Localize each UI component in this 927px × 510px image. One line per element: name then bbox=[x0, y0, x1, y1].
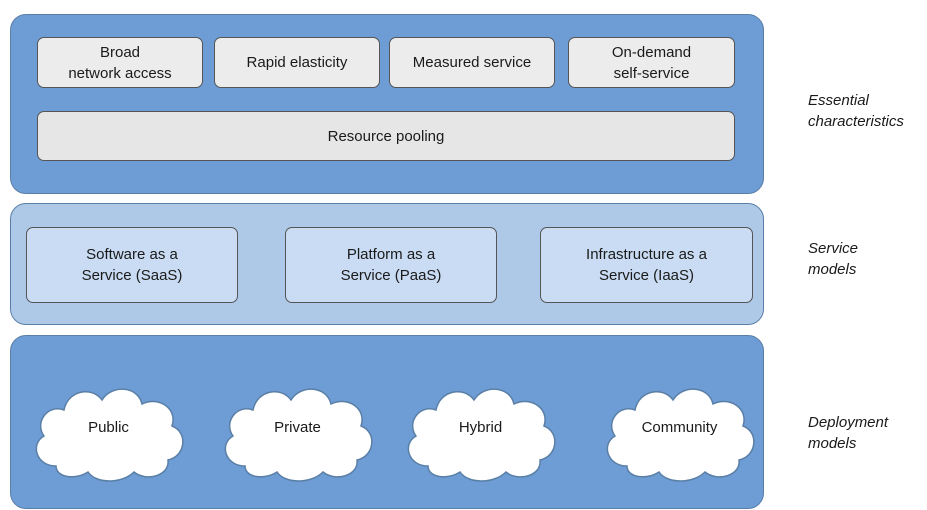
cloud-icon bbox=[606, 388, 755, 482]
private-cloud: Private bbox=[215, 374, 380, 486]
paas-box: Platform as a Service (PaaS) bbox=[285, 227, 497, 303]
public-cloud: Public bbox=[26, 374, 191, 486]
community-cloud: Community bbox=[597, 374, 762, 486]
iaas-box: Infrastructure as a Service (IaaS) bbox=[540, 227, 753, 303]
deployment-models-label: Deployment models bbox=[808, 414, 889, 452]
rapid-elasticity-box: Rapid elasticity bbox=[214, 37, 380, 88]
saas-box: Software as a Service (SaaS) bbox=[26, 227, 238, 303]
hybrid-label: Hybrid bbox=[458, 419, 503, 436]
public-label: Public bbox=[88, 419, 129, 436]
resource-pooling-box: Resource pooling bbox=[37, 111, 735, 161]
hybrid-cloud: Hybrid bbox=[398, 374, 563, 486]
broad-network-access-box: Broad network access bbox=[37, 37, 203, 88]
private-label: Private bbox=[274, 419, 321, 436]
cloud-icon bbox=[407, 388, 556, 482]
on-demand-self-service-box: On-demand self-service bbox=[568, 37, 735, 88]
service-models-label: Service models bbox=[808, 240, 859, 278]
deployment-models-layer: Public Private Hybrid Community bbox=[10, 335, 764, 509]
cloud-icon bbox=[224, 388, 373, 482]
essential-characteristics-layer: Broad network access Rapid elasticity Me… bbox=[10, 14, 764, 194]
community-label: Community bbox=[641, 419, 718, 436]
measured-service-box: Measured service bbox=[389, 37, 555, 88]
cloud-icon bbox=[35, 388, 184, 482]
essential-characteristics-label: Essential characteristics bbox=[808, 92, 904, 130]
service-models-layer: Software as a Service (SaaS) Platform as… bbox=[10, 203, 764, 325]
